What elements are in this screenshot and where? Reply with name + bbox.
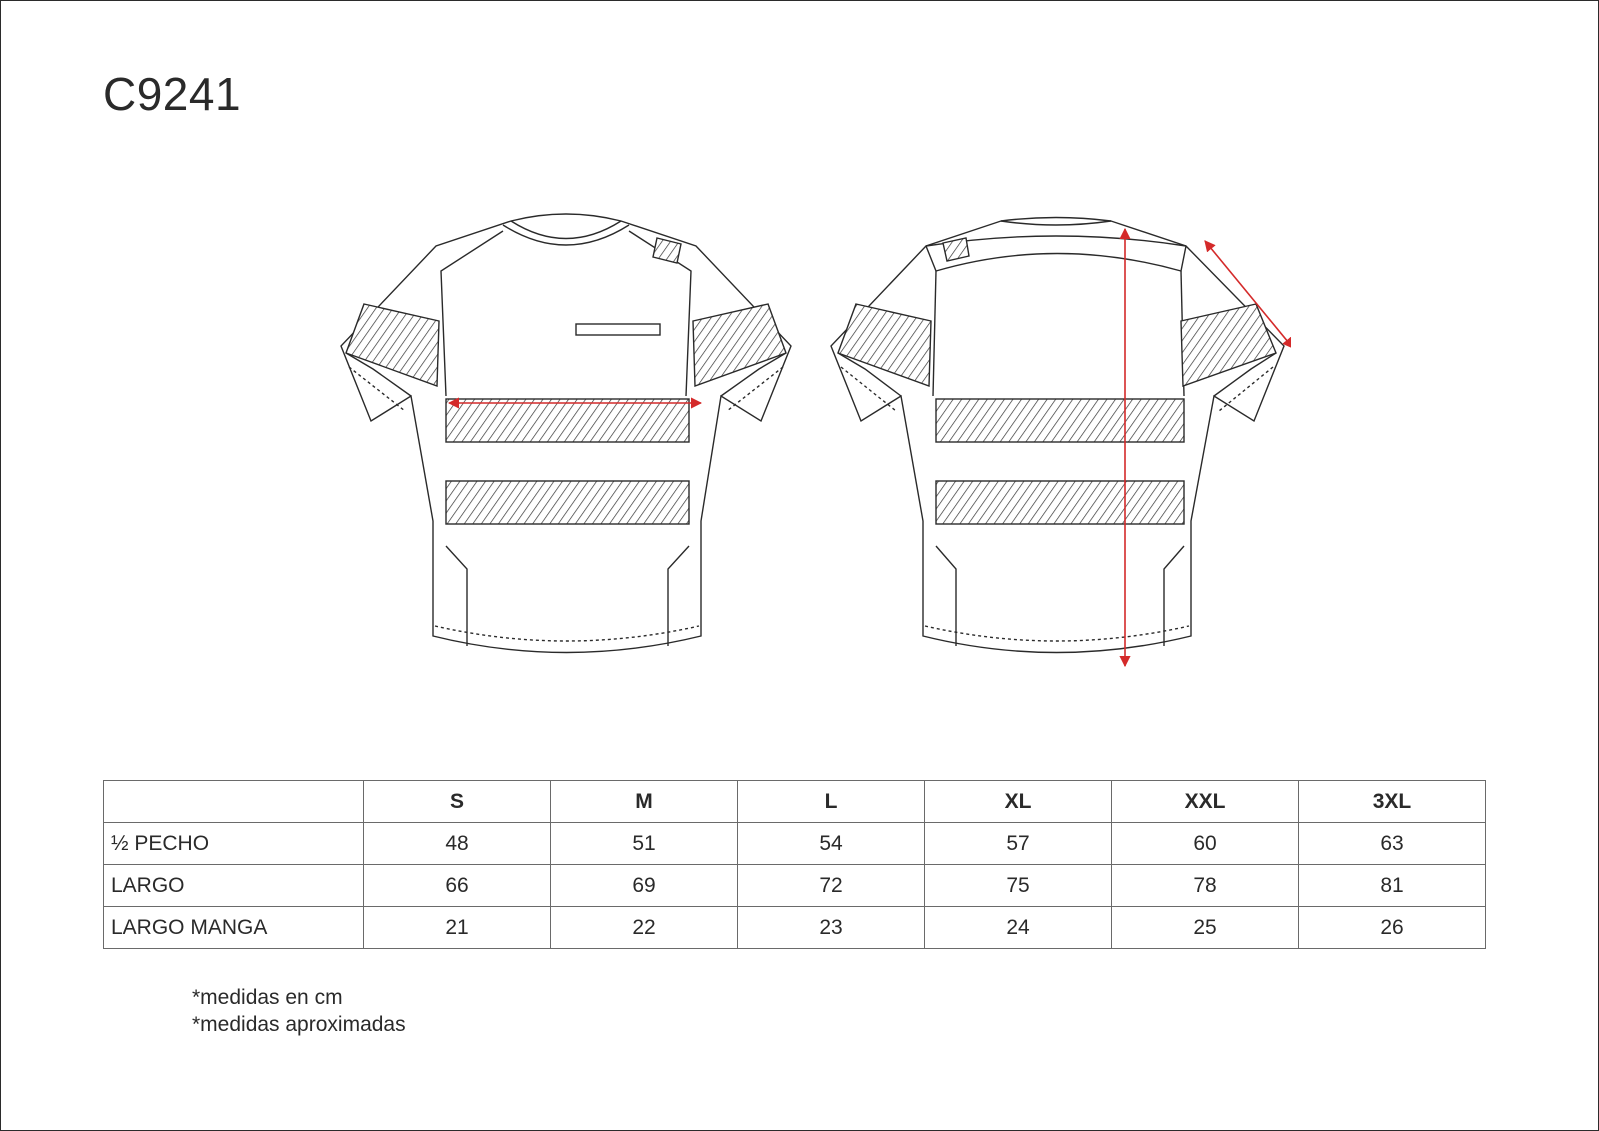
back-view <box>830 216 1285 654</box>
header-cell-l: L <box>737 780 925 823</box>
front-view <box>340 213 792 654</box>
table-cell: 24 <box>924 906 1112 949</box>
table-cell: 48 <box>363 822 551 865</box>
measurement-arrows <box>447 227 1291 668</box>
table-row: LARGO MANGA 21 22 23 24 25 26 <box>103 906 1486 949</box>
table-cell: 72 <box>737 864 925 907</box>
footnote-approximate: *medidas aproximadas <box>192 1013 406 1036</box>
header-cell-m: M <box>550 780 738 823</box>
table-row: LARGO 66 69 72 75 78 81 <box>103 864 1486 907</box>
table-row: ½ PECHO 48 51 54 57 60 63 <box>103 822 1486 865</box>
table-cell: 81 <box>1298 864 1486 907</box>
table-cell: 23 <box>737 906 925 949</box>
footnote-units: *medidas en cm <box>192 986 343 1009</box>
row-label: LARGO <box>103 864 364 907</box>
tshirt-technical-drawing <box>340 213 1291 668</box>
table-cell: 25 <box>1111 906 1299 949</box>
row-label: LARGO MANGA <box>103 906 364 949</box>
table-cell: 69 <box>550 864 738 907</box>
header-cell-3xl: 3XL <box>1298 780 1486 823</box>
table-cell: 66 <box>363 864 551 907</box>
size-table: S M L XL XXL 3XL ½ PECHO 48 51 54 57 60 … <box>103 780 1486 949</box>
table-cell: 26 <box>1298 906 1486 949</box>
table-cell: 78 <box>1111 864 1299 907</box>
header-cell-xxl: XXL <box>1111 780 1299 823</box>
table-cell: 21 <box>363 906 551 949</box>
product-code: C9241 <box>103 68 242 120</box>
row-label: ½ PECHO <box>103 822 364 865</box>
size-table-header-row: S M L XL XXL 3XL <box>103 780 1486 823</box>
header-cell-xl: XL <box>924 780 1112 823</box>
table-cell: 22 <box>550 906 738 949</box>
sleeve-measure-arrow <box>1204 240 1291 349</box>
footnotes: *medidas en cm *medidas aproximadas <box>192 984 406 1038</box>
header-cell <box>103 780 364 823</box>
table-cell: 63 <box>1298 822 1486 865</box>
header-cell-s: S <box>363 780 551 823</box>
table-cell: 75 <box>924 864 1112 907</box>
table-cell: 57 <box>924 822 1112 865</box>
table-cell: 54 <box>737 822 925 865</box>
table-cell: 60 <box>1111 822 1299 865</box>
table-cell: 51 <box>550 822 738 865</box>
